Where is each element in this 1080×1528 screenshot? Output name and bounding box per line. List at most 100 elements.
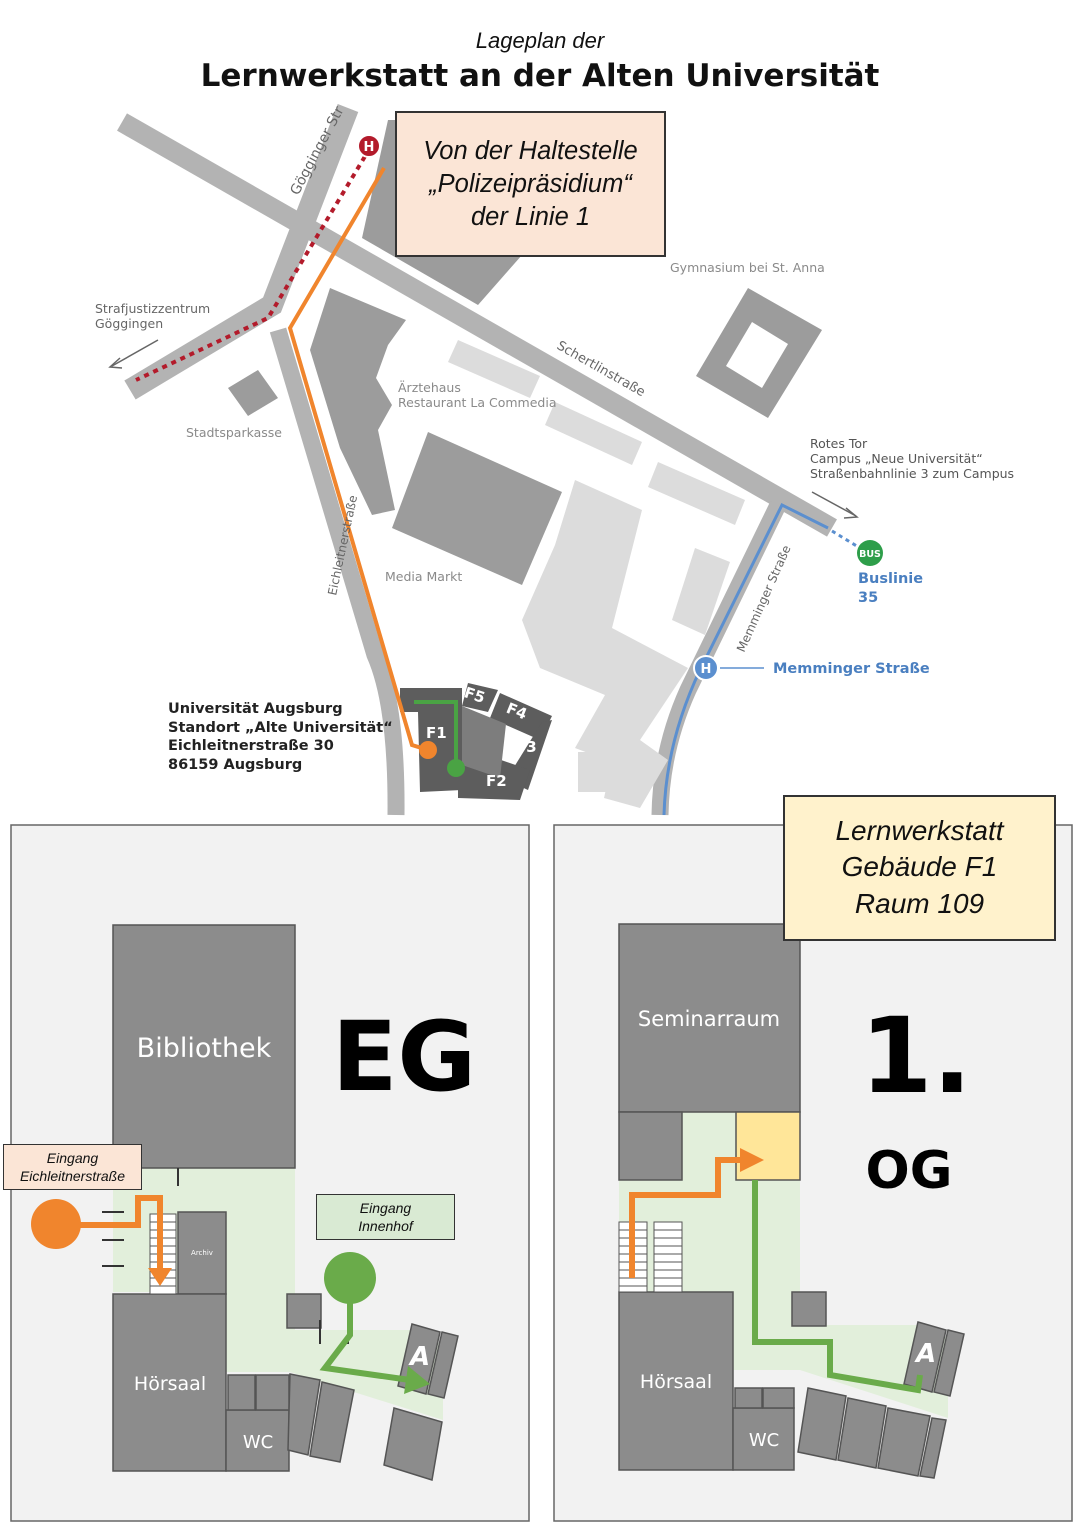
arrow-green-eg bbox=[404, 1366, 430, 1394]
bus-line-number: 35 bbox=[858, 590, 878, 606]
room-hoersaal-og bbox=[618, 1291, 734, 1471]
og-corridor-wing bbox=[733, 1325, 948, 1418]
street-eichleitner bbox=[269, 327, 405, 816]
building-f4 bbox=[490, 693, 552, 740]
room-archiv bbox=[177, 1211, 227, 1295]
light-building-1 bbox=[448, 340, 540, 398]
room-wing-1 bbox=[287, 1373, 321, 1456]
room-hoersaal-eg bbox=[112, 1293, 227, 1472]
entrance-green-dot bbox=[324, 1252, 376, 1304]
room-og-side bbox=[618, 1111, 683, 1181]
street-memminger bbox=[651, 501, 786, 816]
address-line-1: Universität Augsburg bbox=[168, 701, 343, 717]
building-f5 bbox=[462, 683, 498, 712]
callout-room-line-2: Gebäude F1 bbox=[841, 851, 998, 883]
room-wing-2 bbox=[309, 1381, 355, 1463]
room-bibliothek bbox=[112, 924, 296, 1169]
entrance-court-line-2: Innenhof bbox=[358, 1218, 413, 1235]
label-level-og: OG bbox=[866, 1141, 953, 1201]
building-sparkasse bbox=[228, 370, 278, 416]
room-a-og bbox=[903, 1321, 947, 1393]
route-orange-og bbox=[629, 1157, 742, 1278]
memminger-stop-letter: H bbox=[701, 662, 712, 677]
label-wc-eg: WC bbox=[243, 1432, 273, 1453]
map-title: Lernwerkstatt an der Alten Universität bbox=[200, 58, 880, 94]
bus-route-dotted bbox=[831, 529, 861, 550]
label-seminarraum: Seminarraum bbox=[638, 1007, 780, 1031]
room-og-small-1 bbox=[734, 1387, 763, 1409]
building-f1 bbox=[400, 688, 462, 792]
label-level-og-number: 1. bbox=[860, 995, 972, 1117]
room-wc-small-2 bbox=[255, 1374, 290, 1411]
callout-tram-stop: Von der Haltestelle „Polizeipräsidium“ d… bbox=[395, 111, 666, 257]
room-seminarraum bbox=[618, 923, 801, 1113]
callout-entrance-court: Eingang Innenhof bbox=[316, 1194, 455, 1240]
memminger-stop-label: Memminger Straße bbox=[773, 661, 930, 677]
place-rotestor-2: Campus „Neue Universität“ bbox=[810, 451, 983, 466]
room-a-eg-side bbox=[427, 1331, 459, 1399]
building-f-inner bbox=[462, 706, 506, 778]
label-archiv: Archiv bbox=[191, 1249, 213, 1257]
callout-room-109: Lernwerkstatt Gebäude F1 Raum 109 bbox=[783, 795, 1056, 941]
room-109-target bbox=[735, 1111, 801, 1181]
callout-room-line-3: Raum 109 bbox=[854, 887, 985, 919]
room-wc-eg bbox=[225, 1409, 290, 1472]
place-mediamarkt: Media Markt bbox=[385, 569, 462, 584]
callout-tram-line-2: „Polizeipräsidium“ bbox=[429, 170, 632, 199]
label-hoersaal-eg: Hörsaal bbox=[134, 1373, 206, 1395]
callout-entrance-street: Eingang Eichleitnerstraße bbox=[3, 1144, 142, 1190]
callout-tram-line-1: Von der Haltestelle bbox=[423, 137, 638, 165]
room-og-wing-3 bbox=[877, 1407, 931, 1477]
light-building-3 bbox=[648, 462, 745, 525]
bus-stop-letters: BUS bbox=[859, 549, 881, 560]
room-small-eg bbox=[286, 1293, 322, 1329]
room-og-small-3 bbox=[791, 1291, 827, 1327]
route-green-eg bbox=[319, 1300, 411, 1383]
place-sparkasse: Stadtsparkasse bbox=[186, 425, 282, 440]
route-green-end bbox=[447, 759, 465, 777]
floorplan-og: Seminarraum Hörsaal WC A 1. OG bbox=[553, 824, 1073, 1522]
place-rotestor-3: Straßenbahnlinie 3 zum Campus bbox=[810, 466, 1014, 481]
building-label-f2: F2 bbox=[486, 772, 507, 790]
place-gymnasium: Gymnasium bei St. Anna bbox=[670, 260, 825, 275]
room-a-og-side bbox=[933, 1329, 965, 1397]
route-green-og bbox=[752, 1180, 923, 1394]
light-building-5 bbox=[672, 548, 730, 635]
address-line-4: 86159 Augsburg bbox=[168, 756, 303, 773]
map-subtitle: Lageplan der bbox=[475, 28, 605, 53]
place-rotestor-1: Rotes Tor bbox=[810, 436, 868, 451]
route-green bbox=[414, 700, 458, 768]
light-building-2 bbox=[545, 402, 642, 465]
entrance-street-line-1: Eingang bbox=[46, 1150, 99, 1166]
building-label-f1: F1 bbox=[426, 724, 447, 742]
callout-room-line-1: Lernwerkstatt bbox=[835, 815, 1004, 846]
place-strafjustiz-2: Göggingen bbox=[95, 316, 163, 331]
entrance-orange-dot bbox=[31, 1199, 81, 1249]
label-hoersaal-og: Hörsaal bbox=[640, 1371, 712, 1393]
direction-arrow-rotestor bbox=[811, 491, 859, 519]
entrance-court-line-1: Eingang bbox=[359, 1200, 412, 1216]
building-label-f5: F5 bbox=[462, 683, 487, 707]
room-og-small-2 bbox=[762, 1387, 795, 1409]
direction-arrow-strafjustiz bbox=[108, 339, 159, 369]
route-orange-eg bbox=[60, 1195, 163, 1270]
room-wc-og bbox=[732, 1407, 795, 1471]
light-buildings bbox=[448, 340, 745, 808]
callout-tram-line-3: der Linie 1 bbox=[470, 203, 591, 232]
label-a-eg: A bbox=[408, 1342, 430, 1372]
building-aerztehaus bbox=[310, 288, 406, 515]
building-gymnasium bbox=[696, 288, 822, 418]
building-label-f3: F3 bbox=[516, 738, 537, 756]
place-aerztehaus-1: Ärztehaus bbox=[398, 380, 461, 395]
arrow-orange-og bbox=[740, 1148, 764, 1172]
label-bibliothek: Bibliothek bbox=[137, 1033, 272, 1064]
street-schertlin bbox=[117, 113, 837, 537]
room-og-wing-1 bbox=[797, 1387, 847, 1461]
light-building-4 bbox=[522, 480, 688, 808]
room-wc-small-1 bbox=[227, 1374, 256, 1411]
room-wing-3 bbox=[383, 1407, 443, 1481]
street-goegginger bbox=[124, 104, 359, 400]
streets bbox=[117, 104, 837, 816]
label-a-og: A bbox=[914, 1339, 936, 1369]
tram-stop-letter: H bbox=[364, 140, 375, 155]
